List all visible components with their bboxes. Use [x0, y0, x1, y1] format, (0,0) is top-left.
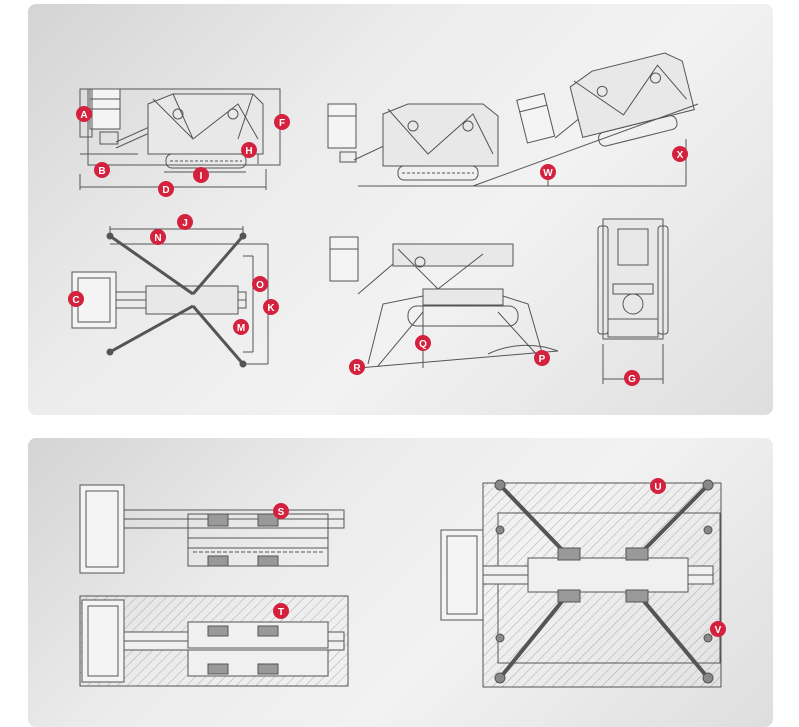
marker-G: G [624, 370, 640, 386]
svg-text:T: T [278, 607, 284, 618]
svg-text:U: U [654, 482, 661, 493]
footprint-stowed-diagram [79, 484, 345, 574]
marker-B: B [94, 162, 110, 178]
svg-text:D: D [162, 185, 169, 196]
top-view-diagram [71, 226, 269, 368]
slope-view-diagram [327, 52, 699, 187]
svg-text:I: I [200, 171, 203, 182]
marker-T: T [273, 603, 289, 619]
svg-text:R: R [353, 363, 361, 374]
svg-text:J: J [182, 218, 188, 229]
marker-Q: Q [415, 335, 431, 351]
marker-N: N [150, 229, 166, 245]
marker-O: O [252, 276, 268, 292]
marker-A: A [76, 106, 92, 122]
svg-text:H: H [245, 146, 252, 157]
svg-text:A: A [80, 110, 87, 121]
marker-I: I [193, 167, 209, 183]
marker-J: J [177, 214, 193, 230]
marker-F: F [274, 114, 290, 130]
marker-S: S [273, 503, 289, 519]
svg-text:V: V [715, 625, 722, 636]
marker-D: D [158, 181, 174, 197]
svg-text:S: S [278, 507, 285, 518]
svg-text:K: K [267, 303, 275, 314]
dimensions-panel: A B D I H F W X J N C O K M R Q P G [28, 4, 773, 415]
marker-W: W [540, 164, 556, 180]
footprint-tracks-diagram [79, 595, 349, 687]
marker-R: R [349, 359, 365, 375]
marker-V: V [710, 621, 726, 637]
svg-text:F: F [279, 118, 285, 129]
marker-K: K [263, 299, 279, 315]
footprint-outriggers-diagram [440, 479, 722, 688]
svg-text:B: B [98, 166, 105, 177]
svg-text:M: M [237, 323, 245, 334]
svg-text:Q: Q [419, 339, 427, 350]
marker-P: P [534, 350, 550, 366]
footprint-panel: S T U V [28, 438, 773, 727]
outrigger-view-diagram [329, 236, 559, 369]
svg-text:C: C [72, 295, 79, 306]
side-view-diagram [79, 88, 281, 190]
svg-text:X: X [677, 150, 684, 161]
rear-view-diagram [597, 218, 669, 384]
marker-H: H [241, 142, 257, 158]
dimension-diagrams: A B D I H F W X J N C O K M R Q P G [68, 52, 699, 386]
svg-text:W: W [543, 168, 553, 179]
marker-M: M [233, 319, 249, 335]
marker-U: U [650, 478, 666, 494]
marker-X: X [672, 146, 688, 162]
svg-text:O: O [256, 280, 264, 291]
svg-text:G: G [628, 374, 636, 385]
footprint-diagrams: S T U V [79, 478, 726, 688]
svg-text:N: N [154, 233, 161, 244]
svg-text:P: P [539, 354, 546, 365]
marker-C: C [68, 291, 84, 307]
